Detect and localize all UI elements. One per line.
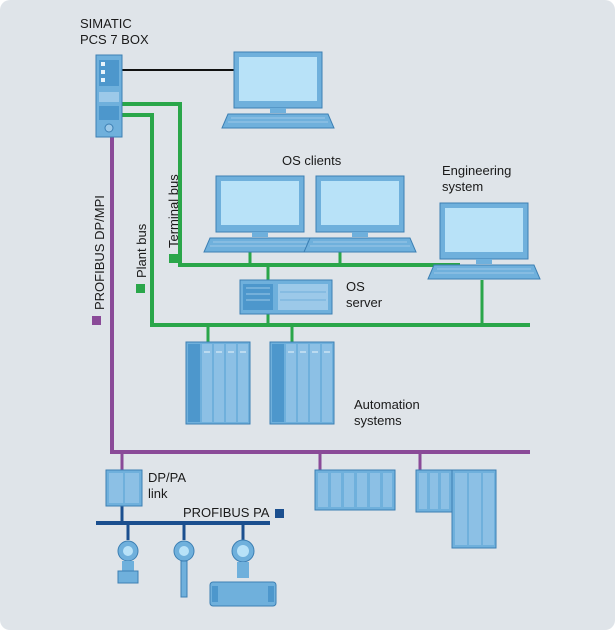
- terminal-bus-label: Terminal bus: [166, 174, 181, 248]
- box-label: SIMATIC PCS 7 BOX: [80, 16, 149, 48]
- plc-rack-icon: [314, 469, 396, 511]
- plc-rack-icon: [185, 341, 251, 425]
- plant-bus-label: Plant bus: [134, 223, 149, 278]
- engineering-label-line2: system: [442, 179, 484, 194]
- field-device-icon: [173, 540, 195, 598]
- dppa-label-line1: DP/PA: [148, 470, 187, 485]
- plc-rack-icon: [269, 341, 335, 425]
- plant-bus-marker: [136, 284, 145, 293]
- server-icon: [239, 279, 333, 315]
- profibus-pa-marker: [275, 509, 284, 518]
- engineering-label-line1: Engineering: [442, 163, 512, 178]
- engineering-label: Engineering system: [442, 163, 511, 195]
- automation-label-line2: systems: [354, 413, 402, 428]
- workstation-icon: [303, 175, 417, 253]
- pc-box-icon: [95, 54, 123, 138]
- os-server-label-line1: OS: [346, 279, 365, 294]
- os-clients-label: OS clients: [282, 153, 342, 168]
- os-server-label: OS server: [346, 279, 382, 311]
- box-label-line1: SIMATIC: [80, 16, 132, 31]
- flowmeter-icon: [209, 539, 277, 607]
- automation-label-line1: Automation: [354, 397, 420, 412]
- profibus-dp-marker: [92, 316, 101, 325]
- plc-rack-icon: [415, 469, 497, 549]
- workstation-icon: [203, 175, 317, 253]
- workstation-icon: [427, 202, 541, 280]
- os-server-label-line2: server: [346, 295, 383, 310]
- profibus-dp-line: [110, 132, 530, 454]
- field-device-icon: [117, 540, 139, 584]
- profibus-pa-label: PROFIBUS PA: [183, 505, 270, 520]
- profibus-dp-label: PROFIBUS DP/MPI: [92, 195, 107, 310]
- plc-rack-icon: [105, 469, 143, 507]
- terminal-bus-line: [122, 102, 460, 267]
- terminal-bus-marker: [169, 254, 178, 263]
- dppa-label: DP/PA link: [148, 470, 186, 502]
- box-label-line2: PCS 7 BOX: [80, 32, 149, 47]
- plant-bus-line: [122, 113, 530, 327]
- automation-label: Automation systems: [354, 397, 420, 429]
- workstation-icon: [221, 51, 335, 129]
- dppa-label-line2: link: [148, 486, 168, 501]
